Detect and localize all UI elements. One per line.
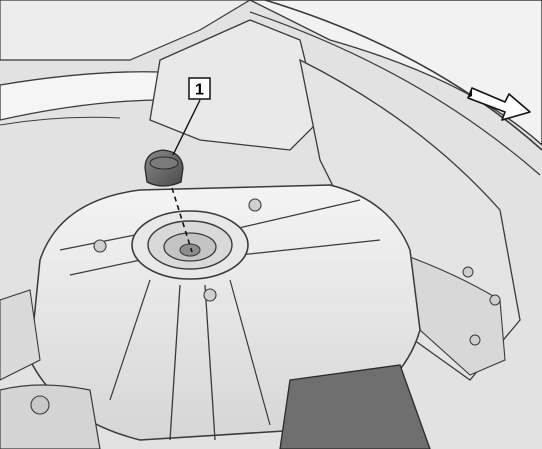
lower-component [0,384,101,449]
tower-rib [204,284,216,441]
lower-block [279,364,431,449]
lower-bolt [30,395,50,415]
tower-rib [69,257,151,276]
tower-rib [109,279,151,401]
forward-arrow-shade [468,88,472,98]
hood-seal [249,11,541,176]
callout-box [188,77,211,100]
lower-component [0,289,41,381]
tower-bolt [248,198,262,212]
tower-bolt [93,239,107,253]
fender-bolt [489,294,501,306]
tower-bolt [203,288,217,302]
strut-mount-cap-top [149,156,179,170]
tower-rib [229,279,271,426]
strut-shaft-hole [179,243,201,257]
fender-bolt [469,334,481,346]
hood-panel [249,0,542,146]
cowl-line [0,116,121,126]
hood-edge [264,0,542,151]
forward-arrow-icon [467,87,531,121]
callout-1: 1 [188,77,211,100]
fender-bolt [462,266,474,278]
bracket-panel [149,19,321,151]
callout-label: 1 [195,82,204,99]
alignment-line [171,187,193,253]
tower-rib [239,239,381,256]
tower-rib [169,284,181,441]
cowl-panel [0,0,252,61]
forward-arrow-outline [467,87,531,121]
callout-leader [172,99,201,156]
tower-rib [229,199,361,231]
